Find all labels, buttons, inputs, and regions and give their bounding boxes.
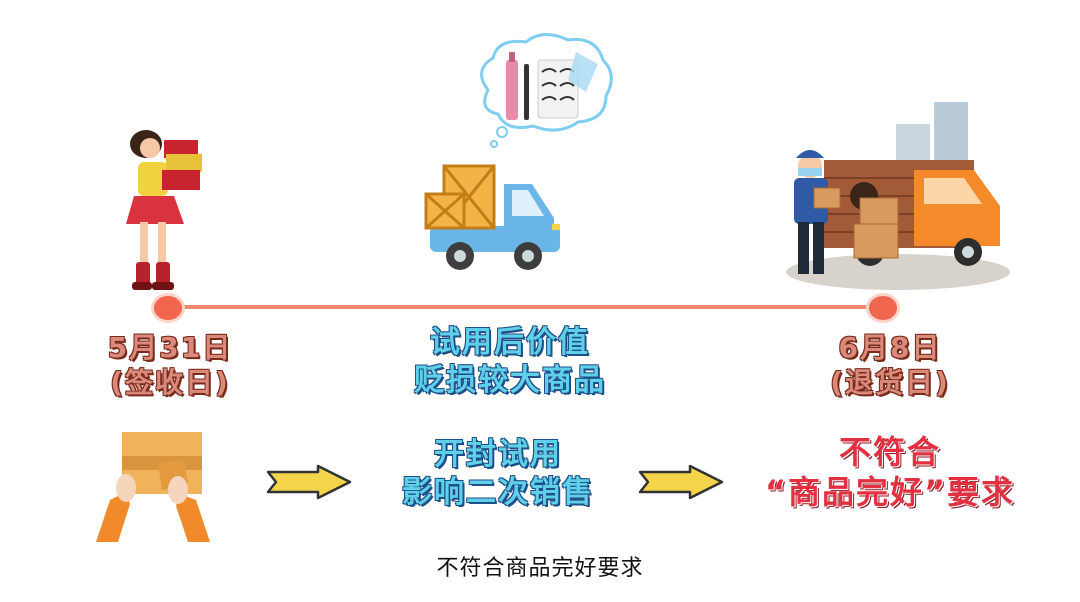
woman-carrying-boxes-icon (126, 130, 202, 290)
bottom-middle-line1: 开封试用 (434, 437, 562, 472)
timeline-end-dot (869, 296, 897, 320)
courier-with-truck-icon (786, 102, 1010, 290)
arrow-right-icon (266, 464, 352, 500)
video-subtitle: 不符合商品完好要求 (436, 556, 644, 581)
bottom-right-line1: 不符合 (838, 433, 941, 471)
end-note: (退货日) (830, 366, 950, 399)
hands-opening-package-icon (96, 432, 210, 542)
end-date-label: 6月8日 (退货日) (800, 330, 980, 400)
arrow-right-icon (638, 464, 724, 500)
bottom-right-line2: “商品完好”要求 (764, 473, 1016, 511)
bottom-middle-label: 开封试用 影响二次销售 (358, 436, 638, 511)
bottom-middle-line2: 影响二次销售 (402, 474, 594, 510)
start-date: 5月31日 (107, 331, 233, 364)
end-date: 6月8日 (838, 331, 942, 364)
middle-line1: 试用后价值 (430, 325, 590, 360)
start-date-label: 5月31日 (签收日) (80, 330, 260, 400)
timeline-line (168, 305, 884, 309)
cosmetics-thought-cloud-icon (480, 33, 613, 148)
middle-line2: 贬损较大商品 (414, 362, 606, 398)
timeline-start-dot (154, 296, 182, 320)
start-note: (签收日) (110, 366, 230, 399)
bottom-right-label: 不符合 “商品完好”要求 (735, 432, 1045, 512)
delivery-truck-icon (424, 164, 560, 270)
middle-label: 试用后价值 贬损较大商品 (360, 324, 660, 399)
